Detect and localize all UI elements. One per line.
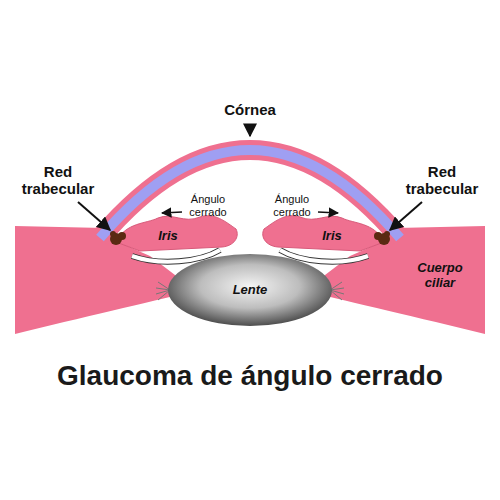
trabecular-arrow bbox=[390, 202, 422, 230]
part-label: Lente bbox=[215, 283, 285, 298]
diagram-title: Glaucoma de ángulo cerrado bbox=[57, 360, 443, 392]
angle-arrow bbox=[318, 212, 338, 213]
iris-right bbox=[263, 216, 384, 251]
sclera-left bbox=[15, 226, 190, 334]
annotation-label: Ángulo cerrado bbox=[183, 193, 233, 218]
ciliary-body bbox=[310, 226, 485, 334]
part-label: Red trabecular bbox=[12, 163, 104, 198]
leader-arrows bbox=[78, 124, 422, 230]
lens bbox=[168, 254, 332, 326]
part-label: Red trabecular bbox=[396, 163, 488, 198]
sclera-right bbox=[310, 226, 485, 334]
trabecular-meshwork bbox=[110, 231, 390, 245]
part-label: Iris bbox=[148, 229, 188, 244]
cornea-arrow bbox=[249, 124, 251, 136]
ciliary-body bbox=[15, 226, 190, 334]
part-label: Córnea bbox=[205, 101, 295, 118]
part-label: Iris bbox=[312, 229, 352, 244]
annotation-label: Ángulo cerrado bbox=[267, 193, 317, 218]
angle-arrow bbox=[162, 212, 182, 213]
part-label: Cuerpo ciliar bbox=[409, 261, 471, 291]
iris-left bbox=[116, 216, 237, 251]
trabecular-arrow bbox=[78, 202, 110, 230]
